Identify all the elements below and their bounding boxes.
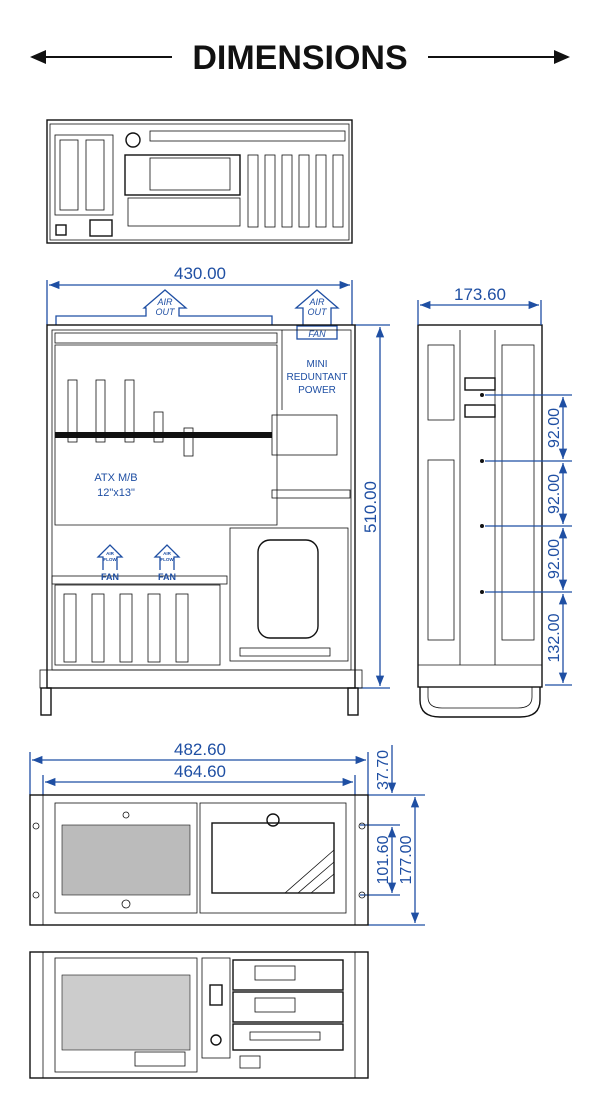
rear-view (46, 119, 353, 244)
svg-text:FAN: FAN (101, 572, 119, 582)
svg-text:OUT: OUT (156, 307, 177, 317)
top-view-width-dimension: 430.00 (46, 264, 353, 325)
svg-text:AIR: AIR (156, 297, 173, 307)
air-flow-fan-left: AIR FLOW FAN (96, 544, 124, 582)
title-banner: DIMENSIONS (30, 39, 570, 77)
svg-text:AIR: AIR (106, 551, 115, 556)
svg-text:FLOW: FLOW (160, 557, 174, 562)
svg-text:37.70: 37.70 (375, 750, 392, 790)
air-out-right-arrow: AIR OUT FAN (294, 289, 340, 340)
svg-text:132.00: 132.00 (546, 613, 563, 662)
front-view-dimensions: 482.60 464.60 37.70 101.60 177.00 (29, 740, 425, 926)
mb-size-label: 12"x13" (97, 487, 135, 499)
top-view: MINI REDUNTANT POWER ATX M/B 12"x13" (39, 324, 363, 716)
top-view-depth-dimension: 510.00 (355, 324, 390, 689)
front-view-open (29, 951, 369, 1079)
svg-text:OUT: OUT (308, 307, 329, 317)
air-out-left-arrow: AIR OUT (55, 289, 273, 325)
width-dim-label: 430.00 (174, 264, 226, 283)
svg-text:AIR: AIR (308, 297, 325, 307)
side-view-width-dimension: 173.60 (417, 285, 542, 325)
air-flow-fan-right: AIR FLOW FAN (153, 544, 181, 582)
page-title: DIMENSIONS (192, 39, 407, 77)
depth-dim-label: 510.00 (361, 481, 380, 533)
svg-text:177.00: 177.00 (398, 835, 415, 884)
svg-text:173.60: 173.60 (454, 285, 506, 304)
side-view-spacing-dimensions: 92.00 92.00 92.00 132.00 (485, 394, 572, 686)
psu-fan-label: FAN (308, 329, 326, 339)
svg-text:92.00: 92.00 (546, 539, 563, 579)
svg-text:92.00: 92.00 (546, 474, 563, 514)
svg-text:REDUNTANT: REDUNTANT (287, 372, 348, 383)
side-view (417, 324, 543, 718)
svg-text:POWER: POWER (298, 385, 336, 396)
svg-text:464.60: 464.60 (174, 762, 226, 781)
svg-text:92.00: 92.00 (546, 408, 563, 448)
svg-text:101.60: 101.60 (375, 835, 392, 884)
front-view (29, 794, 369, 926)
svg-text:482.60: 482.60 (174, 740, 226, 759)
svg-text:MINI: MINI (306, 359, 327, 370)
svg-text:AIR: AIR (163, 551, 172, 556)
svg-text:FAN: FAN (158, 572, 176, 582)
svg-text:FLOW: FLOW (103, 557, 117, 562)
mb-label: ATX M/B (94, 472, 137, 484)
